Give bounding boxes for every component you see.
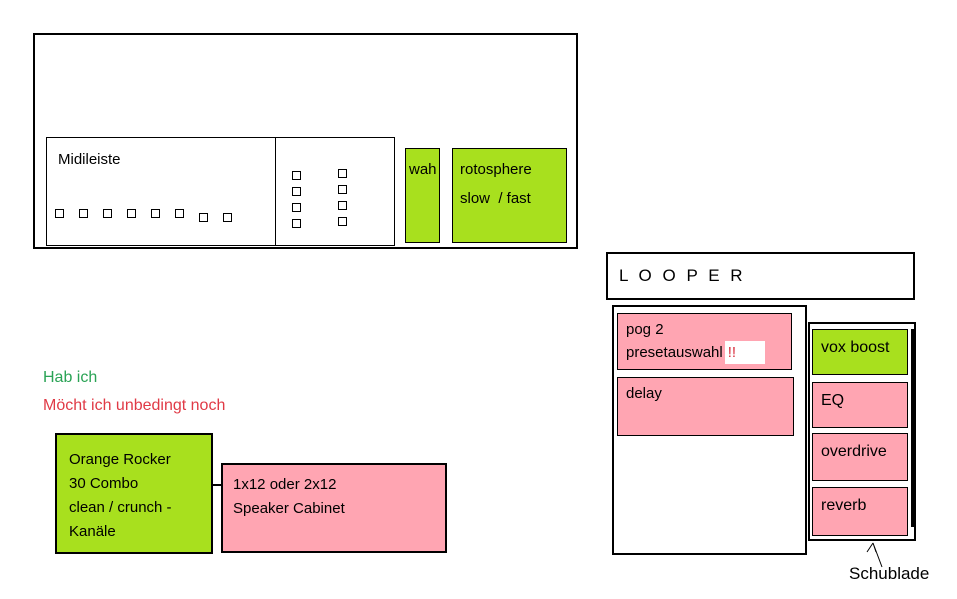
drawer-box: vox boost EQ overdrive reverb bbox=[808, 322, 916, 541]
wah-label: wah bbox=[409, 161, 437, 178]
midi-switch-square bbox=[223, 213, 232, 222]
midi-switch-square bbox=[151, 209, 160, 218]
pedal-reverb-label: reverb bbox=[821, 497, 867, 514]
pedalboard-frame: Midileiste bbox=[33, 33, 578, 249]
cabinet-label-line1: 1x12 oder 2x12 bbox=[233, 476, 337, 493]
legend-want-label: Möcht ich unbedingt noch bbox=[43, 397, 226, 414]
midi-switch-square bbox=[292, 187, 301, 196]
legend-have-label: Hab ich bbox=[43, 369, 98, 386]
midi-strip-label: Midileiste bbox=[58, 151, 121, 168]
midi-switch-square bbox=[292, 219, 301, 228]
midi-switch-column bbox=[292, 171, 301, 228]
loop-pedals-box: pog 2 presetauswahl !! delay bbox=[612, 305, 807, 555]
midi-switch-square bbox=[292, 171, 301, 180]
pedal-vox-boost-label: vox boost bbox=[821, 339, 890, 356]
midi-strip-divider bbox=[275, 138, 276, 245]
wah-pedal-box: wah bbox=[405, 148, 440, 243]
delay-pedal: delay bbox=[617, 377, 794, 436]
amp-label-line4: Kanäle bbox=[69, 523, 116, 540]
pedal-eq: EQ bbox=[812, 382, 908, 428]
amp-cabinet-connector bbox=[211, 484, 223, 486]
amp-label-line3: clean / crunch - bbox=[69, 499, 172, 516]
delay-label: delay bbox=[626, 385, 662, 402]
schublade-arrow-icon bbox=[866, 542, 883, 568]
midi-switch-square bbox=[103, 209, 112, 218]
alert-note: !! bbox=[724, 341, 765, 364]
amp-label-line1: Orange Rocker bbox=[69, 451, 171, 468]
rotosphere-label: rotosphere bbox=[460, 161, 532, 178]
midi-switch-square bbox=[79, 209, 88, 218]
pedal-reverb: reverb bbox=[812, 487, 908, 536]
pog2-pedal: pog 2 presetauswahl !! bbox=[617, 313, 792, 370]
pog2-label-line1: pog 2 bbox=[626, 321, 664, 338]
looper-label: L O O P E R bbox=[619, 266, 746, 285]
pog2-preset-label: presetauswahl bbox=[626, 343, 723, 361]
schublade-label: Schublade bbox=[849, 564, 930, 583]
rotosphere-pedal-box: rotosphere slow / fast bbox=[452, 148, 567, 243]
midi-switch-square bbox=[199, 213, 208, 222]
midi-strip-box: Midileiste bbox=[46, 137, 395, 246]
midi-switch-square bbox=[292, 203, 301, 212]
cabinet-box: 1x12 oder 2x12 Speaker Cabinet bbox=[221, 463, 447, 553]
midi-switch-row bbox=[55, 209, 232, 222]
drawer-slide-bar bbox=[911, 329, 915, 527]
midi-switch-square bbox=[338, 185, 347, 194]
midi-switch-square bbox=[175, 209, 184, 218]
pedal-overdrive-label: overdrive bbox=[821, 443, 887, 460]
midi-switch-square bbox=[338, 169, 347, 178]
rotosphere-mode-label: slow / fast bbox=[460, 190, 531, 207]
midi-switch-square bbox=[338, 217, 347, 226]
amp-box: Orange Rocker 30 Combo clean / crunch - … bbox=[55, 433, 213, 554]
amp-label-line2: 30 Combo bbox=[69, 475, 139, 492]
midi-switch-column bbox=[338, 169, 347, 226]
midi-switch-square bbox=[338, 201, 347, 210]
cabinet-label-line2: Speaker Cabinet bbox=[233, 500, 345, 517]
midi-switch-square bbox=[55, 209, 64, 218]
pedal-overdrive: overdrive bbox=[812, 433, 908, 481]
pog2-label-line2: presetauswahl !! bbox=[626, 341, 791, 364]
pedal-vox-boost: vox boost bbox=[812, 329, 908, 375]
pedal-eq-label: EQ bbox=[821, 392, 845, 409]
looper-title-box: L O O P E R bbox=[606, 252, 915, 300]
midi-switch-square bbox=[127, 209, 136, 218]
